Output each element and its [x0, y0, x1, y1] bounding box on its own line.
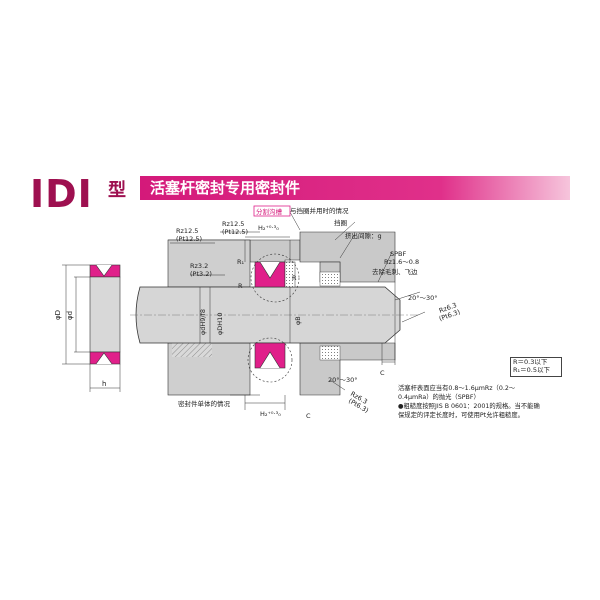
rz32-label: Rz3.2 — [190, 262, 208, 270]
title-banner: 活塞杆密封专用密封件 — [140, 176, 570, 200]
r-b-label: R — [292, 274, 297, 282]
spec-note-line3: ●粗糙度按照JIS B 0601：2001的规格。当不能确 — [398, 403, 540, 410]
seal-top — [250, 253, 300, 303]
h-small-label: h — [102, 380, 106, 388]
angle-top-label: 20°～30° — [408, 294, 438, 302]
c-bottom-label: C — [306, 412, 311, 420]
phi-small-d-label: φd — [66, 311, 74, 320]
rz125-label: Rz12.5 — [176, 227, 198, 235]
single-seal-view: φD φd h — [54, 264, 121, 392]
pt125-label: (Pt12.5) — [176, 235, 202, 243]
piston-rod — [130, 286, 420, 344]
drawing-labels: 分割沟槽 与挡圈并用时的情况 挡圈 挤出间隙：g SPBF Rz1.6～0.8 … — [176, 205, 461, 420]
spec-note-line2: 0.4μmRa）的抛光（SPBF） — [398, 394, 480, 401]
deburr-label: 去除毛刺、飞边 — [372, 267, 418, 276]
extrusion-gap-label: 挤出间隙：g — [345, 231, 382, 240]
series-logo: IDI — [30, 172, 93, 216]
spbf-label: SPBF — [390, 250, 407, 258]
phi-dh10-label: φDH10 — [216, 313, 224, 335]
spec-note-line4: 保规定的评定长度时，可使用Pt允许粗糙度。 — [398, 412, 524, 419]
c-top-label: C — [380, 369, 385, 377]
r1-label: R₁ — [237, 258, 245, 266]
pt32-label: (Pt3.2) — [190, 270, 212, 278]
h-dim-bottom-label: H₂⁺⁰·³₀ — [260, 410, 281, 418]
phi-dh9-label: φdH9/f8 — [199, 309, 207, 335]
h-dim-top-label: H₂⁺⁰·³₀ — [258, 224, 279, 232]
radius-note: R＝0.3以下 R₁＝0.5以下 — [510, 357, 562, 377]
spec-note-line1: 活塞杆表面应当有0.8～1.6μmRz（0.2～ — [398, 385, 516, 392]
single-seal-label: 密封件单体的情况 — [178, 399, 231, 408]
title-block: IDI 型 活塞杆密封专用密封件 — [30, 174, 570, 214]
type-mark: 型 — [108, 180, 126, 201]
ring-with-retainer-label: 与挡圈并用时的情况 — [290, 206, 349, 215]
radius-note-line2: R₁＝0.5以下 — [513, 366, 550, 374]
phi-b-label: φB — [294, 316, 302, 325]
angle-bottom-label: 20°～30° — [328, 376, 358, 384]
seal-bottom — [247, 337, 293, 383]
radius-note-line1: R＝0.3以下 — [513, 358, 548, 366]
phi-big-d-label: φD — [54, 310, 62, 320]
rz125b-label: Rz12.5 — [222, 220, 244, 228]
rz16-label: Rz1.6～0.8 — [384, 258, 419, 266]
housing — [167, 231, 396, 396]
r-label: R — [238, 282, 243, 290]
retainer-label: 挡圈 — [334, 218, 347, 227]
banner-title: 活塞杆密封专用密封件 — [150, 179, 301, 197]
split-groove-label: 分割沟槽 — [256, 207, 283, 216]
pt125b-label: (Pt12.5) — [222, 228, 248, 236]
spec-notes: 活塞杆表面应当有0.8～1.6μmRz（0.2～ 0.4μmRa）的抛光（SPB… — [398, 384, 568, 420]
